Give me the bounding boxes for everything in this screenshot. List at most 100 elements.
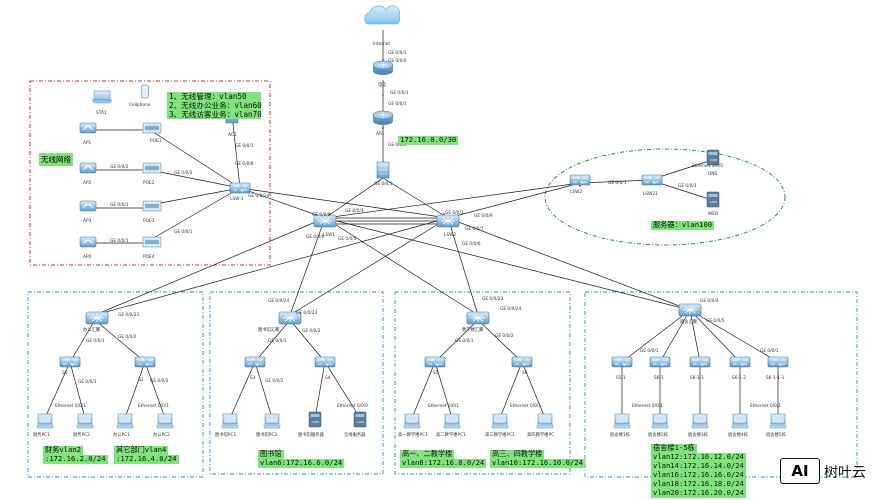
- dorm-pc5-icon[interactable]: [769, 413, 787, 429]
- wireless-port-label: GE 0/0/1: [174, 230, 193, 235]
- teaching-pc1-icon[interactable]: [403, 413, 421, 429]
- finance-s1-icon[interactable]: [59, 356, 81, 368]
- dorm-s6-1-icon[interactable]: [649, 356, 671, 368]
- office-pc2-icon[interactable]: [156, 413, 174, 429]
- library-s4-icon[interactable]: [314, 356, 336, 368]
- wireless-zone-border: [29, 80, 271, 266]
- dorm-pc1-icon[interactable]: [613, 413, 631, 429]
- ap2-icon[interactable]: [79, 162, 97, 174]
- web-server-icon[interactable]: [706, 191, 720, 208]
- finance-vlan-title: 财务vlan2: [43, 445, 84, 455]
- dorm-s6-1-1-1-label: S6-1-1-1: [766, 376, 785, 381]
- wireless-port-label: GE 0/0/1: [110, 203, 129, 208]
- dorm-pc3-icon[interactable]: [691, 413, 709, 429]
- dorm-pc4-icon[interactable]: [731, 413, 749, 429]
- finance-port-label: GE 0/0/1: [86, 339, 105, 344]
- teaching-pc1-label: 高一教学楼PC1: [398, 433, 428, 438]
- wireless-switch-icon[interactable]: [229, 182, 251, 194]
- dorm-vlan-title: 宿舍楼1-5栋: [651, 443, 697, 453]
- firewall-icon[interactable]: [376, 161, 390, 179]
- teaching-agg-switch-icon[interactable]: [466, 311, 490, 325]
- library-server-icon[interactable]: [308, 411, 322, 428]
- teaching-s5-icon[interactable]: [424, 356, 446, 368]
- library-s4-label: S4: [325, 376, 331, 381]
- ar1-address-label: 172.16.0.0/30: [398, 135, 459, 145]
- dorm-agg-switch-icon[interactable]: [678, 303, 702, 317]
- teaching-pc4-icon[interactable]: [536, 413, 554, 429]
- wireless-vlan-1: 2、无线办公业务：vlan60: [167, 101, 262, 111]
- finance-pc1-label: 财务PC1: [33, 433, 50, 438]
- finance-pc1-icon[interactable]: [36, 413, 54, 429]
- dorm-pc2-icon[interactable]: [651, 413, 669, 429]
- teaching-vlan10-subnet: vlan10:172.16.10.0/24: [490, 458, 585, 468]
- dorm-port-label: Ethernet 0/0/1: [750, 404, 781, 409]
- poe4-icon[interactable]: [142, 236, 162, 248]
- ap3-icon[interactable]: [79, 200, 97, 212]
- sta1-label: STA1: [96, 111, 107, 116]
- links: [44, 30, 779, 419]
- wireless-server-icon[interactable]: [353, 411, 367, 428]
- ap1-icon[interactable]: [79, 122, 97, 134]
- dorm-port-label: GE 0/0/1: [640, 349, 659, 354]
- library-pc1-label: 图书馆PC1: [215, 433, 237, 438]
- finance-s2-icon[interactable]: [134, 356, 156, 368]
- core-switch-lsw2-icon[interactable]: [436, 214, 460, 228]
- core-port-label: GE 0/0/3: [345, 209, 364, 214]
- other-vlan-title: 其它部门vlan4: [114, 445, 169, 455]
- watermark-text: 树叶云: [824, 465, 866, 481]
- teaching-s6-icon[interactable]: [511, 356, 533, 368]
- dorm-s6-1-1-icon[interactable]: [689, 356, 711, 368]
- teaching-pc3-icon[interactable]: [491, 413, 509, 429]
- wireless-server-label: 无线服务器: [344, 433, 366, 438]
- library-port-label: GE 0/0/24: [268, 299, 290, 304]
- ac1-label: AC1: [228, 133, 237, 138]
- finance-port-label: GE 0/0/23: [118, 313, 140, 318]
- server-switch-lsw2-icon[interactable]: [569, 174, 591, 186]
- dorm-s6-1-2-icon[interactable]: [729, 356, 751, 368]
- ap4-icon[interactable]: [79, 236, 97, 248]
- wireless-vlan-2: 3、无线访客业务：vlan70: [167, 110, 262, 120]
- teaching-agg-label: 教学楼汇聚: [462, 328, 484, 333]
- fw-port-label: GE 0/0/1: [374, 182, 393, 187]
- dns-server-icon[interactable]: [706, 149, 720, 166]
- core-port-label: GE 0/0/5: [338, 237, 357, 242]
- teaching-vlan8-subnet: vlan8:172.16.8.0/24: [400, 458, 487, 468]
- laptop-sta1-icon[interactable]: [91, 90, 113, 104]
- server-switch-lsw21-icon[interactable]: [641, 174, 663, 186]
- internet-cloud[interactable]: [364, 5, 401, 25]
- library-s3-icon[interactable]: [244, 356, 266, 368]
- library-pc1-icon[interactable]: [221, 413, 239, 429]
- ap2-label: AP2: [83, 181, 92, 186]
- dorm-vlan14: vlan14:172.16.14.0/24: [651, 461, 746, 471]
- library-pc2-icon[interactable]: [263, 413, 281, 429]
- wireless-port-label: GE 0/0/1: [110, 239, 129, 244]
- lsw2-label: LSW2: [444, 233, 457, 238]
- finance-port-label: GE 0/0/2: [118, 335, 137, 340]
- dorm-s5-1-icon[interactable]: [611, 356, 633, 368]
- finance-agg-switch-icon[interactable]: [85, 311, 109, 325]
- core-port-label: GE 0/0/8: [312, 213, 331, 218]
- dorm-vlan12: vlan12:172.16.12.0/24: [651, 452, 746, 462]
- finance-pc2-icon[interactable]: [76, 413, 94, 429]
- poe3-icon[interactable]: [142, 200, 162, 212]
- teaching-port-label: GE 0/0/24: [500, 307, 522, 312]
- poe2-icon[interactable]: [142, 162, 162, 174]
- internet-label: Internet: [373, 42, 391, 47]
- dorm-s6-1-1-1-icon[interactable]: [767, 356, 789, 368]
- library-agg-label: 图书馆汇聚: [258, 328, 280, 333]
- library-s3-label: S3: [250, 376, 256, 381]
- server-port-label: GE 0/0/1: [608, 181, 627, 186]
- teaching-pc2-icon[interactable]: [443, 413, 461, 429]
- teaching-port-label: Ethernet 0/0/1: [510, 404, 541, 409]
- library-zone-border: [209, 291, 384, 475]
- telecom-port-top: GE 0/0/0: [388, 59, 407, 64]
- cellphone-icon[interactable]: [141, 84, 149, 99]
- web-label: WEB: [708, 212, 718, 217]
- dorm-s6-1-2-label: S6-1-2: [732, 376, 747, 381]
- office-pc1-label: 办公PC1: [113, 433, 130, 438]
- office-pc1-icon[interactable]: [116, 413, 134, 429]
- ar1-router-icon[interactable]: [372, 110, 394, 126]
- poe1-icon[interactable]: [142, 122, 162, 134]
- dorm-s5-1-label: S5-1: [616, 376, 626, 381]
